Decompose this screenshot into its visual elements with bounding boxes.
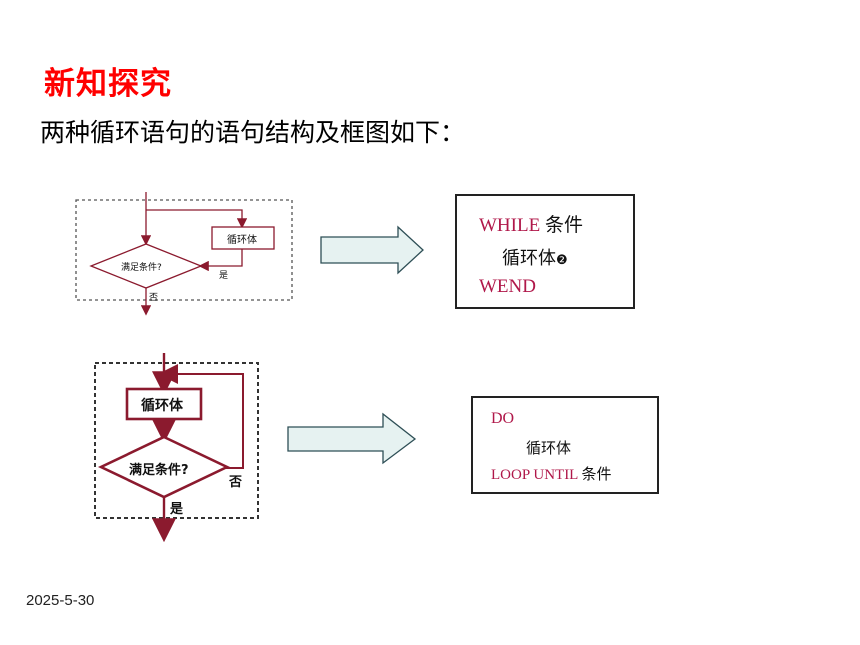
until-yes-label: 是 bbox=[170, 502, 184, 517]
while-code-line-1: WHILE 条件 bbox=[479, 210, 583, 237]
right-arrow-1 bbox=[320, 225, 424, 275]
until-flowchart-frame bbox=[94, 362, 259, 519]
until-code-box: DO 循环体 LOOP UNTIL 条件 bbox=[471, 396, 659, 494]
while-flowchart-frame bbox=[75, 199, 293, 301]
slide-subtitle: 两种循环语句的语句结构及框图如下： bbox=[40, 118, 466, 147]
slide-date: 2025-5-30 bbox=[26, 592, 95, 609]
while-body-text: 循环体 bbox=[502, 248, 556, 268]
loop-until-keyword: LOOP UNTIL bbox=[491, 467, 578, 483]
while-code-line-2: 循环体❷ bbox=[502, 244, 568, 270]
until-code-line-3: LOOP UNTIL 条件 bbox=[491, 463, 612, 484]
until-condition-label: 满足条件? bbox=[129, 463, 189, 478]
while-keyword: WHILE bbox=[479, 215, 541, 236]
wend-keyword: WEND bbox=[479, 276, 536, 297]
until-flowchart bbox=[94, 353, 259, 543]
while-body-marker: ❷ bbox=[556, 252, 568, 267]
while-yes-label: 是 bbox=[219, 271, 229, 281]
while-condition-label: 满足条件? bbox=[121, 263, 162, 273]
while-body-box bbox=[211, 226, 275, 250]
until-condition-text: 条件 bbox=[581, 467, 612, 483]
do-keyword: DO bbox=[491, 410, 515, 427]
until-code-line-2: 循环体 bbox=[526, 437, 571, 458]
right-arrow-2 bbox=[287, 412, 417, 465]
until-code-line-1: DO bbox=[491, 410, 514, 428]
while-flowchart bbox=[75, 192, 293, 316]
while-body-label: 循环体 bbox=[227, 235, 257, 246]
while-code-box: WHILE 条件 循环体❷ WEND bbox=[455, 194, 635, 309]
until-body-label: 循环体 bbox=[141, 398, 183, 414]
until-no-label: 否 bbox=[229, 475, 243, 490]
while-condition-text: 条件 bbox=[544, 215, 583, 236]
until-body-text: 循环体 bbox=[526, 441, 572, 457]
while-code-line-3: WEND bbox=[479, 276, 536, 298]
while-no-label: 否 bbox=[149, 293, 159, 303]
slide-title: 新知探究 bbox=[44, 66, 172, 102]
